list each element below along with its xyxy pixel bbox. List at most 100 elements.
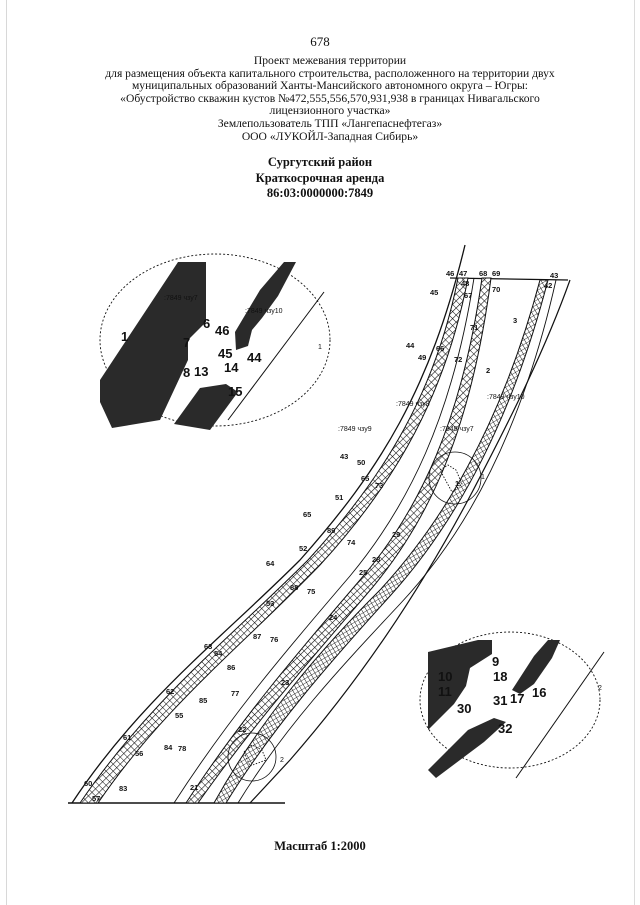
point-label: 70 bbox=[492, 285, 500, 294]
label-zu8: :7849 чзу8 bbox=[396, 401, 430, 408]
point-label: 72 bbox=[454, 355, 462, 364]
inset-1-point: 46 bbox=[215, 323, 229, 338]
inset-detail-1: :7849 чзу7 :7849 чзу10 1 1 7 6 46 45 44 … bbox=[99, 253, 331, 430]
point-label: 21 bbox=[190, 783, 198, 792]
strip-3-edge bbox=[237, 279, 557, 804]
point-label: 88 bbox=[290, 583, 298, 592]
inset-1-parcel-upper bbox=[235, 262, 296, 350]
left-boundary-curve bbox=[71, 244, 466, 804]
point-label: 55 bbox=[175, 711, 183, 720]
point-label: 75 bbox=[307, 587, 315, 596]
point-label: 43 bbox=[550, 271, 558, 280]
header-line: Проект межевания территории bbox=[253, 54, 407, 67]
inset-2-point: 31 bbox=[493, 693, 507, 708]
inset-1-point: 15 bbox=[228, 384, 242, 399]
header-line: для размещения объекта капитального стро… bbox=[105, 66, 555, 80]
hatched-strip-2 bbox=[185, 277, 492, 804]
point-label: 42 bbox=[544, 281, 552, 290]
point-label: 69 bbox=[492, 269, 500, 278]
lease-type: Краткосрочная аренда bbox=[255, 170, 385, 185]
inset-2-parcel-right bbox=[512, 640, 560, 694]
point-label: 77 bbox=[231, 689, 239, 698]
inset-2-point: 10 bbox=[438, 669, 452, 684]
point-label: 76 bbox=[270, 635, 278, 644]
point-label: 25 bbox=[359, 568, 367, 577]
scan-edge-left bbox=[6, 0, 7, 905]
parcel-info: Сургутский район Краткосрочная аренда 86… bbox=[0, 155, 640, 202]
detail-circle-2 bbox=[227, 732, 277, 782]
point-label: 73 bbox=[375, 481, 383, 490]
label-zu9: :7849 чзу9 bbox=[338, 426, 372, 433]
inset-detail-2: 2 9 18 10 11 17 16 30 31 32 bbox=[419, 631, 605, 779]
inset-1-label-zu10: :7849 чзу10 bbox=[245, 308, 283, 315]
point-label: 45 bbox=[430, 288, 438, 297]
circle-callout-1: 1 bbox=[481, 474, 485, 481]
point-label: 66 bbox=[436, 344, 444, 353]
point-label: 22 bbox=[238, 725, 246, 734]
inset-1-point: 14 bbox=[224, 360, 239, 375]
inset-1-callout: 1 bbox=[318, 344, 322, 351]
inset-2-point: 17 bbox=[510, 691, 524, 706]
point-label: 85 bbox=[199, 696, 207, 705]
point-label: 1 bbox=[455, 479, 459, 488]
point-label: 60 bbox=[84, 779, 92, 788]
point-label: 47 bbox=[459, 269, 467, 278]
inset-2-point: 32 bbox=[498, 721, 512, 736]
right-boundary-line bbox=[249, 279, 571, 804]
header-line: муниципальных образований Ханты-Мансийск… bbox=[131, 79, 529, 93]
point-label: 68 bbox=[479, 269, 487, 278]
point-label: 50 bbox=[357, 458, 365, 467]
point-label: 62 bbox=[166, 687, 174, 696]
inset-2-point: 18 bbox=[493, 669, 507, 684]
page-number: 678 bbox=[310, 34, 330, 49]
point-label: 51 bbox=[335, 493, 343, 502]
inset-1-boundary bbox=[227, 291, 325, 421]
detail-shape-2 bbox=[243, 744, 267, 767]
inset-1-parcel-lower bbox=[174, 384, 238, 430]
header-line: Землепользователь ТПП «Лангепаснефтегаз» bbox=[217, 116, 443, 130]
inset-2-point: 11 bbox=[438, 684, 452, 699]
point-label: 44 bbox=[406, 341, 415, 350]
main-plan: :7849 чзу9 :7849 чзу8 :7849 чзу10 :7849 … bbox=[68, 244, 571, 804]
inset-2-parcel-left bbox=[428, 640, 492, 730]
circle-callout-2: 2 bbox=[280, 757, 284, 764]
point-label: 65 bbox=[303, 510, 311, 519]
scan-edge-right bbox=[634, 0, 635, 905]
inset-1-point: 1 bbox=[121, 329, 128, 344]
inset-ellipse-1 bbox=[99, 253, 331, 427]
inset-1-point: 45 bbox=[218, 346, 232, 361]
label-zu7: :7849 чзу7 bbox=[440, 426, 474, 433]
inset-1-label-zu7: :7849 чзу7 bbox=[164, 295, 198, 302]
point-label: 53 bbox=[266, 599, 274, 608]
document-header: Проект межевания территории для размещен… bbox=[80, 54, 580, 143]
point-label: 29 bbox=[392, 530, 400, 539]
strip-2-edge bbox=[173, 277, 475, 804]
hatched-strip-3 bbox=[213, 279, 549, 804]
point-numbers: 46 47 48 68 69 70 45 43 42 67 71 3 66 72… bbox=[84, 269, 558, 803]
point-label: 52 bbox=[299, 544, 307, 553]
cadastral-number: 86:03:0000000:7849 bbox=[266, 186, 374, 200]
point-label: 63 bbox=[204, 642, 212, 651]
point-label: 28 bbox=[372, 555, 380, 564]
point-label: 61 bbox=[123, 733, 131, 742]
point-label: 48 bbox=[461, 279, 469, 288]
point-label: 43 bbox=[340, 452, 348, 461]
inset-2-parcel-lower bbox=[428, 718, 506, 778]
inset-1-point: 13 bbox=[194, 364, 208, 379]
inset-1-point: 8 bbox=[183, 365, 190, 380]
inset-1-point: 7 bbox=[183, 335, 190, 350]
header-line: ООО «ЛУКОЙЛ-Западная Сибирь» bbox=[241, 129, 419, 143]
point-label: 3 bbox=[513, 316, 517, 325]
header-line: лицензионного участка» bbox=[269, 104, 391, 118]
point-label: 71 bbox=[470, 323, 478, 332]
inset-2-callout: 2 bbox=[598, 685, 602, 692]
point-label: 84 bbox=[164, 743, 173, 752]
district-name: Сургутский район bbox=[267, 155, 373, 169]
point-label: 67 bbox=[464, 291, 472, 300]
inset-2-point: 9 bbox=[492, 654, 499, 669]
point-label: 23 bbox=[281, 678, 289, 687]
point-label: 49 bbox=[418, 353, 426, 362]
point-label: 2 bbox=[486, 366, 490, 375]
inset-1-point: 44 bbox=[247, 350, 262, 365]
